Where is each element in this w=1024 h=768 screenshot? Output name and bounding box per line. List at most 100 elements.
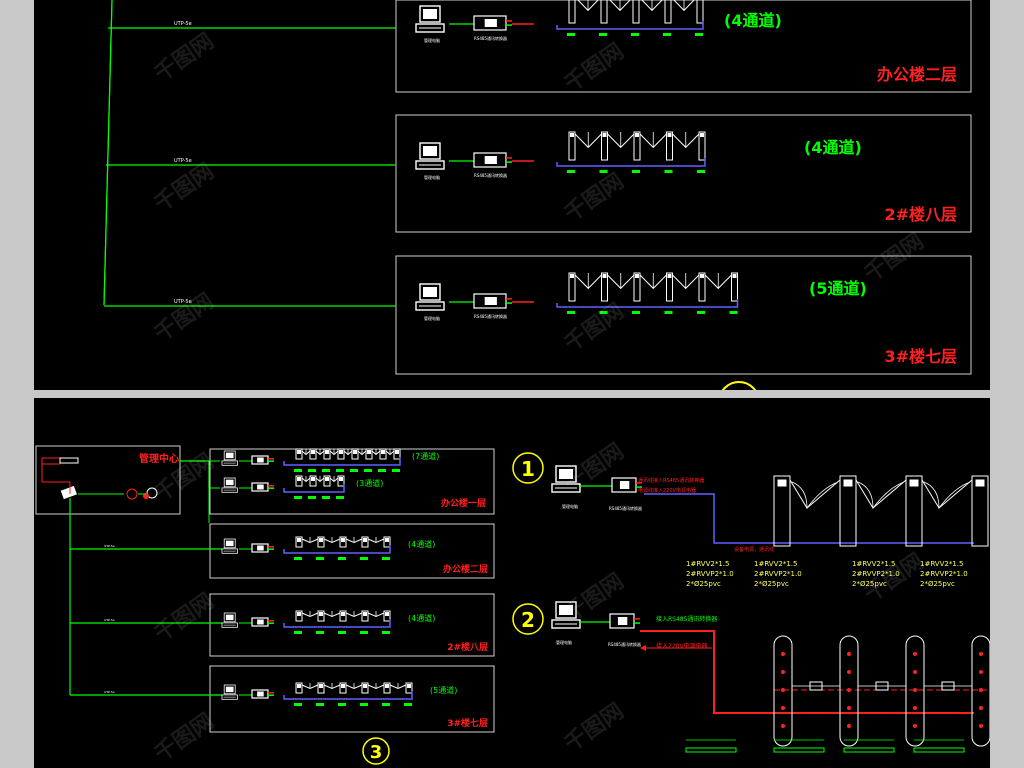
controller-icon bbox=[473, 152, 512, 168]
cable-spec: 2#RVVP2*1.0 bbox=[920, 570, 968, 578]
turnstile-post bbox=[337, 475, 345, 487]
turnstile-wing-arc bbox=[791, 481, 839, 510]
computer-base bbox=[415, 301, 445, 311]
turnstile-head bbox=[381, 450, 385, 454]
gate-cable bbox=[556, 21, 704, 30]
turnstile-post bbox=[633, 272, 641, 302]
computer-icon bbox=[551, 465, 581, 493]
turnstile-head bbox=[667, 274, 672, 278]
computer-base bbox=[221, 460, 238, 466]
spec-group: 1#RVV2*1.52#RVVP2*1.02*Ø25pvc bbox=[852, 560, 900, 588]
monitor-outline bbox=[555, 601, 577, 619]
switch-icon bbox=[60, 485, 77, 500]
turnstile-gate-row bbox=[556, 272, 739, 314]
floor-row-4: UTP-5e(5通道)3#楼七层 bbox=[70, 665, 495, 733]
management-center-frame bbox=[35, 445, 181, 515]
turnstile-post bbox=[632, 0, 640, 24]
turnstile-post bbox=[666, 272, 673, 302]
turnstile-head bbox=[325, 477, 329, 481]
gate-cable bbox=[283, 619, 391, 628]
floor-frame bbox=[395, 0, 972, 93]
turnstile-head bbox=[843, 479, 853, 487]
controller-icon bbox=[473, 293, 512, 309]
pillar-indicator bbox=[979, 706, 983, 710]
pillar-indicator bbox=[913, 688, 917, 692]
controller-body bbox=[473, 293, 507, 309]
cable-type-label: UTP-5e bbox=[174, 158, 192, 164]
turnstile-head bbox=[353, 450, 357, 454]
gate-cable bbox=[556, 158, 706, 167]
turnstile-head bbox=[570, 133, 574, 137]
pillar-indicator bbox=[781, 670, 785, 674]
controller-body bbox=[251, 482, 269, 492]
pillar-indicator bbox=[847, 670, 851, 674]
turnstile-post bbox=[295, 448, 303, 460]
turnstile-wing-arc bbox=[857, 481, 905, 510]
controller-label-plate bbox=[484, 297, 497, 305]
gate-cable bbox=[283, 457, 401, 466]
floor-label: 2#楼八层 bbox=[884, 205, 957, 224]
turnstile-post bbox=[383, 682, 391, 694]
callout-circle-partial bbox=[721, 381, 757, 390]
terminal-marker bbox=[663, 33, 671, 36]
turnstile-head bbox=[311, 450, 315, 454]
callout-number-2: 2 bbox=[521, 608, 535, 632]
terminal-marker bbox=[599, 33, 607, 36]
monitor-outline bbox=[419, 283, 441, 301]
spec-bar bbox=[843, 747, 895, 753]
monitor-screen bbox=[225, 479, 234, 486]
controller-icon bbox=[251, 482, 274, 492]
controller-body bbox=[473, 15, 507, 31]
monitor-screen bbox=[225, 686, 234, 693]
turnstile-head bbox=[363, 684, 367, 688]
turnstile-post bbox=[600, 0, 608, 24]
terminal-marker bbox=[631, 33, 639, 36]
controller-body bbox=[609, 613, 635, 629]
turnstile-head bbox=[297, 450, 301, 454]
controller-label-plate bbox=[484, 19, 497, 27]
turnstile-head bbox=[635, 274, 639, 278]
detail-note: 通讯线接入RS485通讯转换器 bbox=[638, 477, 704, 484]
floor-row-office-1: (7通道)(3通道)办公楼一层 bbox=[209, 448, 495, 515]
pc-caption: 管理电脑 bbox=[424, 315, 440, 321]
controller-body bbox=[251, 689, 269, 699]
controller-label-plate bbox=[257, 484, 264, 490]
controller-label-plate bbox=[257, 619, 264, 625]
turnstile-head bbox=[407, 684, 411, 688]
spec-group: 1#RVV2*1.52#RVVP2*1.02*Ø25pvc bbox=[920, 560, 968, 588]
floor-label: 办公楼二层 bbox=[877, 65, 957, 84]
controller-caption: RS485通讯转换器 bbox=[609, 505, 642, 511]
turnstile-gate-row bbox=[556, 131, 706, 173]
computer-icon bbox=[415, 142, 445, 170]
controller-body bbox=[251, 543, 269, 553]
controller-body bbox=[611, 477, 637, 493]
terminal-marker bbox=[336, 496, 344, 499]
cable-spec: 1#RVV2*1.5 bbox=[686, 560, 729, 568]
power-arrow-head bbox=[640, 645, 646, 651]
monitor-outline bbox=[223, 684, 236, 695]
pillar-indicator bbox=[847, 724, 851, 728]
channel-count-label: (4通道) bbox=[408, 539, 435, 549]
floor-row-3: UTP-5e(4通道)2#楼八层 bbox=[70, 593, 495, 657]
terminal-marker bbox=[338, 631, 346, 634]
turnstile-head bbox=[319, 538, 323, 542]
turnstile-pillar bbox=[905, 635, 925, 747]
terminal-marker bbox=[308, 469, 316, 472]
turnstile-post bbox=[295, 682, 303, 694]
computer-base bbox=[415, 160, 445, 170]
terminal-marker bbox=[294, 469, 302, 472]
controller-body bbox=[473, 152, 507, 168]
turnstile-post bbox=[309, 475, 317, 487]
pillar-indicator bbox=[979, 652, 983, 656]
terminal-marker bbox=[567, 311, 575, 314]
turnstile-post bbox=[337, 448, 345, 460]
turnstile-head bbox=[339, 477, 343, 481]
pillar-indicator bbox=[781, 688, 785, 692]
turnstile-post bbox=[365, 448, 373, 460]
gate-cable bbox=[556, 299, 739, 308]
